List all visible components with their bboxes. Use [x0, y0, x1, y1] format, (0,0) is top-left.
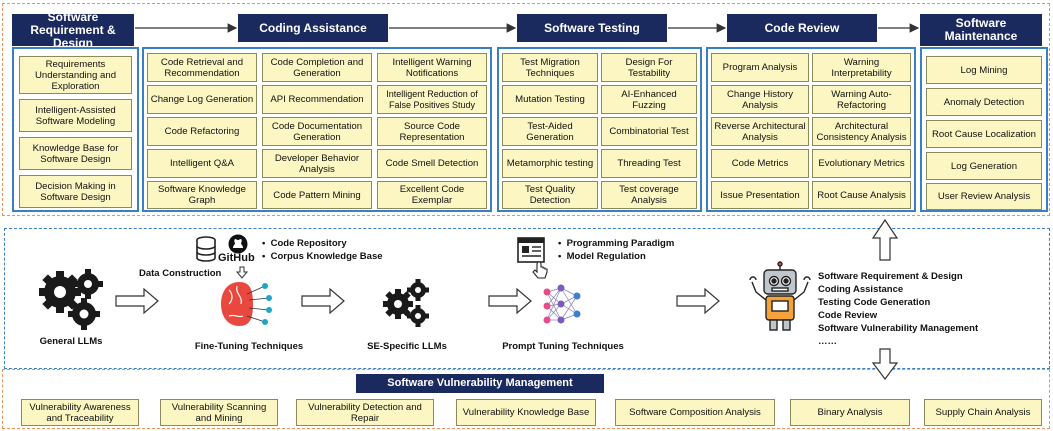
cell: Code Metrics — [711, 149, 809, 178]
output-item: Software Requirement & Design — [818, 271, 963, 282]
cell: Excellent Code Exemplar — [377, 181, 487, 209]
cell: Root Cause Localization — [926, 120, 1042, 148]
cell: Developer Behavior Analysis — [262, 149, 372, 178]
cell: Log Mining — [926, 56, 1042, 84]
cell: Code Smell Detection — [377, 149, 487, 178]
source-item-repo: • Code Repository — [262, 238, 347, 249]
cell: Intelligent-Assisted Software Modeling — [19, 99, 132, 132]
phase-header-maintenance: Software Maintenance — [920, 14, 1042, 46]
header-arrows — [135, 23, 920, 33]
bottom-region — [2, 369, 1050, 429]
se-llms-label: SE-Specific LLMs — [367, 341, 447, 352]
source-item-corpus: • Corpus Knowledge Base — [262, 251, 383, 262]
cell: Binary Analysis — [790, 399, 910, 426]
cell: Decision Making in Software Design — [19, 175, 132, 208]
cell: Vulnerability Scanning and Mining — [160, 399, 278, 426]
cell: Evolutionary Metrics — [812, 149, 911, 178]
cell: Requirements Understanding and Explorati… — [19, 56, 132, 94]
cell: Code Pattern Mining — [262, 181, 372, 209]
cell: Code Refactoring — [147, 117, 257, 146]
cell: User Review Analysis — [926, 183, 1042, 210]
cell: Knowledge Base for Software Design — [19, 137, 132, 170]
vulnerability-header: Software Vulnerability Management — [356, 374, 604, 393]
prompt-tuning-label: Prompt Tuning Techniques — [502, 341, 624, 352]
cell: Test coverage Analysis — [601, 181, 697, 209]
cell: Vulnerability Awareness and Traceability — [21, 399, 139, 426]
gears-icon — [39, 269, 103, 330]
phase-header-coding: Coding Assistance — [238, 14, 388, 42]
cell: Supply Chain Analysis — [924, 399, 1042, 426]
neural-network-icon — [543, 284, 581, 324]
cell: Test Migration Techniques — [502, 53, 598, 82]
cell: Warning Auto-Refactoring — [812, 85, 911, 114]
cell: Intelligent Warning Notifications — [377, 53, 487, 82]
neural-brain-icon — [221, 282, 272, 326]
cell: Code Documentation Generation — [262, 117, 372, 146]
database-icon — [196, 236, 216, 262]
cell: Software Knowledge Graph — [147, 181, 257, 209]
output-item: Testing Code Generation — [818, 297, 931, 308]
cell: Intelligent Reduction of False Positives… — [377, 85, 487, 114]
cell: Combinatorial Test — [601, 117, 697, 146]
se-gears-icon — [383, 279, 429, 327]
cell: Intelligent Q&A — [147, 149, 257, 178]
cell: Vulnerability Knowledge Base — [456, 399, 596, 426]
pipeline-region — [4, 228, 1050, 369]
cell: Test-Aided Generation — [502, 117, 598, 146]
group-review — [706, 47, 916, 212]
data-construction-label: Data Construction — [139, 268, 222, 279]
cell: Mutation Testing — [502, 85, 598, 114]
group-requirement — [12, 47, 139, 212]
cell: Test Quality Detection — [502, 181, 598, 209]
cell: Reverse Architectural Analysis — [711, 117, 809, 146]
cell: Anomaly Detection — [926, 88, 1042, 116]
cell: Code Retrieval and Recommendation — [147, 53, 257, 82]
output-item: Coding Assistance — [818, 284, 904, 295]
cell: Threading Test — [601, 149, 697, 178]
document-icon — [517, 237, 545, 263]
output-item: Software Vulnerability Management — [818, 323, 979, 334]
phase-header-review: Code Review — [727, 14, 877, 42]
output-item: Code Review — [818, 310, 878, 321]
cell: AI-Enhanced Fuzzing — [601, 85, 697, 114]
cell: API Recommendation — [262, 85, 372, 114]
phase-header-testing: Software Testing — [517, 14, 667, 42]
cell: Architectural Consistency Analysis — [812, 117, 911, 146]
top-region — [2, 3, 1050, 216]
cell: Metamorphic testing — [502, 149, 598, 178]
cell: Software Composition Analysis — [615, 399, 775, 426]
fine-tuning-label: Fine-Tuning Techniques — [194, 341, 304, 352]
group-coding — [142, 47, 492, 212]
robot-icon — [749, 261, 811, 331]
cell: Change History Analysis — [711, 85, 809, 114]
cell: Log Generation — [926, 152, 1042, 180]
cell: Change Log Generation — [147, 85, 257, 114]
cell: Code Completion and Generation — [262, 53, 372, 82]
group-testing — [497, 47, 702, 212]
github-icon — [228, 234, 248, 254]
pointer-hand-icon — [532, 261, 548, 279]
cell: Warning Interpretability — [812, 53, 911, 82]
cell: Vulnerability Detection and Repair — [296, 399, 434, 426]
cell: Design For Testability — [601, 53, 697, 82]
prompt-item-paradigm: • Programming Paradigm — [558, 238, 675, 249]
cell: Root Cause Analysis — [812, 181, 911, 209]
cell: Issue Presentation — [711, 181, 809, 209]
cell: Source Code Representation — [377, 117, 487, 146]
github-label: GitHub — [218, 252, 255, 264]
group-maintenance — [920, 47, 1048, 212]
cell: Program Analysis — [711, 53, 809, 82]
prompt-item-regulation: • Model Regulation — [558, 251, 646, 262]
general-llms-label: General LLMs — [39, 336, 103, 347]
phase-header-requirement: Software Requirement & Design — [12, 10, 134, 49]
output-item: …… — [818, 336, 837, 347]
